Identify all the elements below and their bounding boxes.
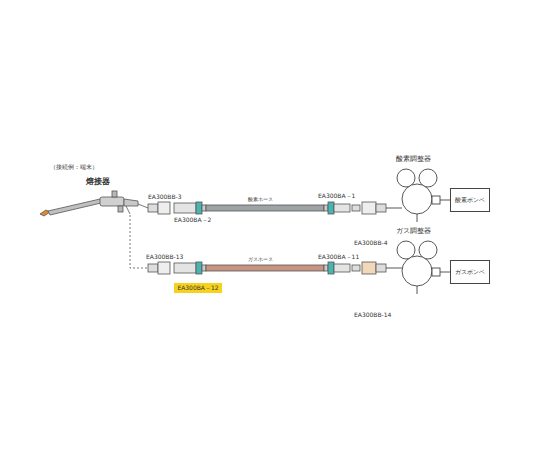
regulator-label: ガス調整器 xyxy=(396,228,431,235)
cylinder-box: ガスボンベ xyxy=(450,260,490,284)
node-text: ガスボンベ xyxy=(455,269,485,275)
cylinder-box: 酸素ボンベ xyxy=(450,188,490,212)
part-number: EA300BB-14 xyxy=(354,312,391,318)
oxygen-regulator xyxy=(386,169,450,222)
part-number: EA300BB-3 xyxy=(148,194,182,200)
welding-torch xyxy=(40,191,138,216)
part-number: EA300BB-13 xyxy=(146,254,183,260)
gas-line xyxy=(148,262,386,274)
part-number: EA300BB-4 xyxy=(354,240,388,246)
part-number: EA300BA－1 xyxy=(318,193,355,199)
node-text: 酸素ボンベ xyxy=(455,197,485,203)
note-text: （接続例：端末） xyxy=(50,164,98,170)
hose-label: ガスホース xyxy=(248,257,273,262)
part-number: EA300BA－11 xyxy=(318,254,359,260)
part-title: 熔接器 xyxy=(86,178,110,186)
highlighted-part-number: EA300BA－12 xyxy=(174,283,222,293)
part-number: EA300BA－2 xyxy=(174,217,211,223)
regulator-label: 酸素調整器 xyxy=(396,156,431,163)
node-text: EA300BA－12 xyxy=(177,285,218,291)
gas-regulator xyxy=(386,241,450,294)
oxygen-line xyxy=(148,202,386,214)
hose-label: 酸素ホース xyxy=(248,197,273,202)
